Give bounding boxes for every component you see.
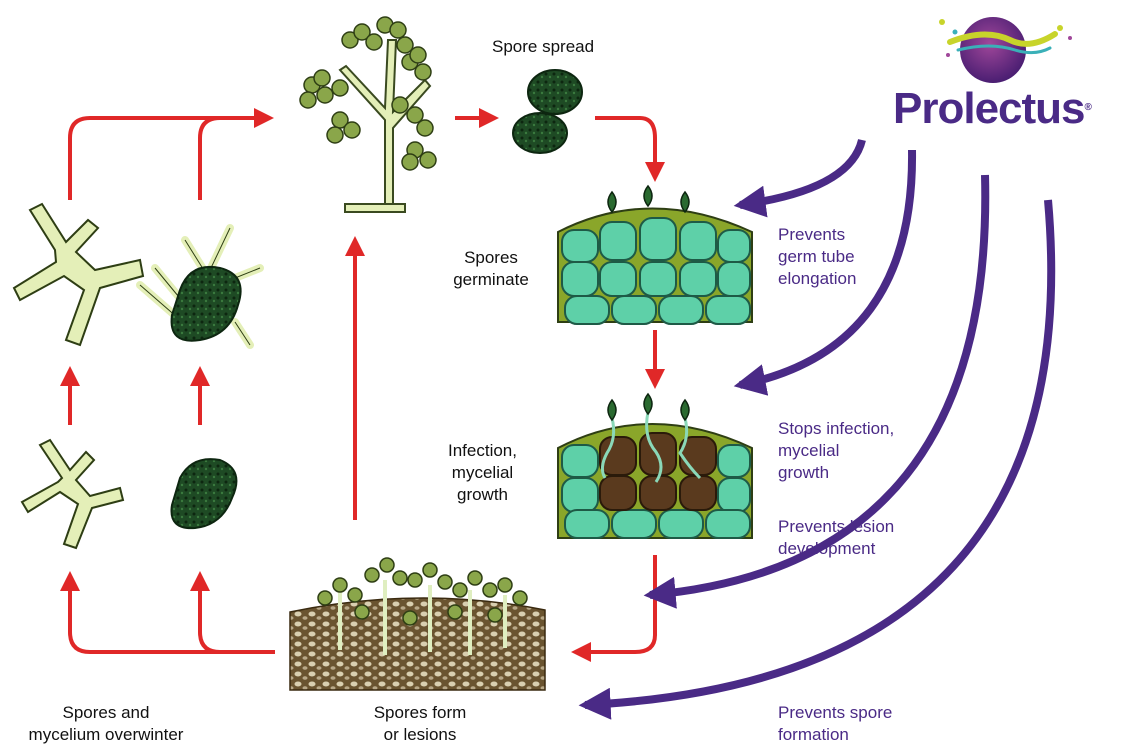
- effect-lesion: Prevents lesion development: [778, 516, 894, 560]
- cycle-arrows: [70, 118, 655, 652]
- label-line: formation: [778, 724, 892, 746]
- overwinter-sclerotium-small: [171, 459, 236, 528]
- leaf-section-germinate: [558, 186, 752, 324]
- label-spore-spread: Spore spread: [492, 36, 594, 58]
- sporulating-tree-illustration: [300, 17, 436, 212]
- leaf-section-infection: [558, 394, 752, 538]
- label-line: germinate: [450, 269, 532, 291]
- lesion-soil-illustration: [290, 558, 545, 690]
- label-line: Spores form: [355, 702, 485, 724]
- label-line: germ tube: [778, 246, 856, 268]
- arrow-lesion-to-overwinter: [70, 575, 275, 652]
- brand-text: Prolectus: [893, 84, 1085, 133]
- label-line: growth: [440, 484, 525, 506]
- arrow-lesion-to-overwinter-2: [200, 575, 220, 652]
- label-line: Infection,: [440, 440, 525, 462]
- prolectus-logo-mark: [939, 17, 1072, 83]
- arrow-overwinter-to-sporulating-tree: [70, 118, 270, 200]
- label-line: mycelial: [778, 440, 894, 462]
- label-spores-form: Spores form or lesions: [355, 702, 485, 746]
- label-line: growth: [778, 462, 894, 484]
- effect-spore-formation: Prevents spore formation: [778, 702, 892, 746]
- action-arrow-germ-tube: [740, 140, 862, 205]
- label-line: Spores and: [0, 702, 212, 724]
- effect-germ-tube: Prevents germ tube elongation: [778, 224, 856, 290]
- label-line: Spores: [450, 247, 532, 269]
- label-line: mycelium overwinter: [0, 724, 212, 746]
- arrow-mycelium-to-sporulating-tree: [200, 118, 220, 200]
- label-line: or lesions: [355, 724, 485, 746]
- label-line: Stops infection,: [778, 418, 894, 440]
- registered-mark: ®: [1085, 102, 1091, 113]
- overwinter-mycelium-large: [14, 204, 143, 345]
- label-overwinter: Spores and mycelium overwinter: [0, 702, 212, 746]
- overwinter-sclerotium-large: [140, 228, 260, 345]
- label-line: elongation: [778, 268, 856, 290]
- arrow-infection-to-lesion: [575, 555, 655, 652]
- prolectus-brand-name: Prolectus®: [893, 84, 1091, 134]
- label-spores-germinate: Spores germinate: [450, 247, 532, 291]
- spore-spread-illustration: [513, 70, 582, 153]
- label-infection: Infection, mycelial growth: [440, 440, 525, 506]
- effect-stops-infection: Stops infection, mycelial growth: [778, 418, 894, 484]
- overwinter-mycelium-small: [22, 440, 123, 548]
- label-line: mycelial: [440, 462, 525, 484]
- arrow-spores-to-leaf: [595, 118, 655, 178]
- label-line: Prevents lesion: [778, 516, 894, 538]
- label-line: development: [778, 538, 894, 560]
- label-line: Prevents: [778, 224, 856, 246]
- label-line: Prevents spore: [778, 702, 892, 724]
